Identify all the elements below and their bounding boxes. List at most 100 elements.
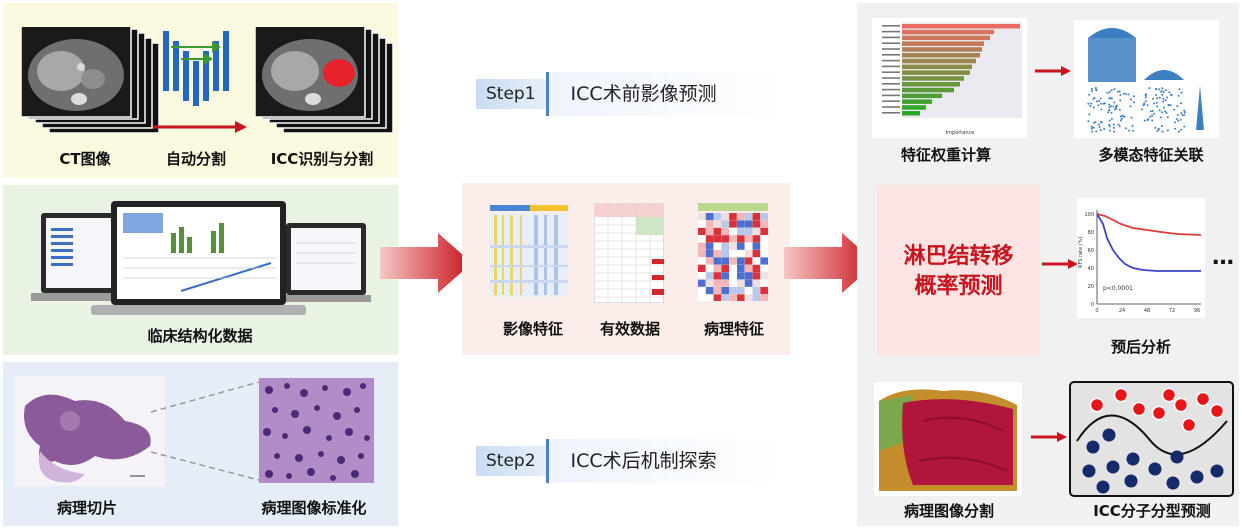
scatter-point — [1161, 93, 1164, 96]
step1: Step1 ICC术前影像预测 — [476, 72, 783, 116]
heatmap-cell — [705, 213, 714, 221]
heatmap-cell — [729, 264, 737, 272]
scatter-point — [1095, 88, 1098, 91]
feature-weight-bar — [902, 53, 980, 58]
heatmap-cell — [760, 279, 768, 287]
heatmap-cell — [698, 242, 706, 250]
scatter-point — [1129, 105, 1132, 108]
heatmap-cell — [744, 235, 753, 243]
big-arrow-left — [380, 233, 472, 293]
heatmap-cell — [737, 294, 745, 301]
red-subtype-dot — [1181, 417, 1197, 433]
feature-name-tick — [882, 42, 900, 44]
scatter-point — [1090, 127, 1093, 130]
valid-data-label: 有效数据 — [599, 320, 661, 338]
scatter-point — [1160, 90, 1163, 93]
heatmap-cell — [705, 264, 714, 272]
km-xtick: 72 — [1169, 308, 1175, 314]
heatmap-cell — [737, 279, 745, 287]
heatmap-cell — [729, 250, 737, 258]
blue-subtype-dot — [1210, 464, 1224, 478]
scatter-point — [1088, 113, 1091, 116]
heatmap-cell — [752, 242, 761, 250]
heatmap-cell — [760, 213, 768, 221]
lymph-prediction-box — [877, 185, 1040, 355]
scatter-point — [1167, 103, 1170, 106]
heatmap-cell — [705, 220, 714, 228]
scatter-point — [1088, 93, 1091, 96]
scatter-point — [1099, 97, 1102, 100]
heatmap-cell — [713, 294, 722, 301]
red-subtype-dot — [1131, 401, 1147, 417]
heatmap-cell — [713, 250, 722, 258]
heatmap-cell — [752, 294, 761, 301]
heatmap-cell — [760, 242, 768, 250]
scatter-point — [1124, 127, 1127, 130]
heatmap-cell — [713, 272, 722, 280]
scatter-point — [1169, 104, 1172, 107]
scatter-point — [1144, 96, 1147, 99]
heatmap-cell — [713, 264, 722, 272]
pathology-feature-label: 病理特征 — [703, 320, 765, 338]
step2: Step2 ICC术后机制探索 — [476, 439, 783, 483]
arrow-2 — [1042, 259, 1078, 269]
feature-name-tick — [882, 65, 900, 68]
scatter-point — [1110, 117, 1113, 120]
scatter-point — [1153, 112, 1156, 115]
heatmap-cell — [729, 242, 737, 250]
scatter-point — [1156, 105, 1159, 108]
scatter-point — [1112, 126, 1115, 129]
scatter-point — [1166, 129, 1169, 132]
scatter-point — [1158, 88, 1161, 91]
scatter-point — [1099, 129, 1102, 132]
scatter-point — [1106, 91, 1109, 94]
red-subtype-dot — [1113, 387, 1129, 403]
scatter-point — [1099, 102, 1102, 105]
scatter-point — [1119, 119, 1122, 122]
scatter-point — [1164, 89, 1167, 92]
scatter-point — [1180, 91, 1183, 94]
feature-name-tick — [882, 88, 900, 91]
scatter-point — [1166, 96, 1169, 99]
scatter-point — [1183, 109, 1186, 112]
scatter-point — [1118, 125, 1121, 128]
feature-name-tick — [882, 59, 900, 62]
heatmap-cell — [744, 294, 753, 301]
ct-panel — [3, 3, 398, 178]
heatmap-cell — [752, 235, 761, 243]
clinical-label: 临床结构化数据 — [147, 327, 253, 345]
scatter-point — [1178, 130, 1180, 133]
heatmap-cell — [705, 250, 714, 258]
heatmap-cell — [729, 220, 737, 228]
heatmap-cell — [744, 257, 753, 265]
feature-name-tick — [882, 30, 900, 33]
heatmap-cell — [721, 242, 729, 250]
importance-xlabel: Importance — [946, 130, 975, 136]
scatter-point — [1143, 119, 1146, 122]
feature-weight-bar — [902, 64, 972, 70]
scatter-point — [1143, 102, 1146, 105]
scatter-point — [1175, 118, 1178, 121]
feature-weight-bar — [902, 41, 984, 46]
scatter-point — [1087, 102, 1090, 105]
multimodal-scatter — [1074, 20, 1219, 138]
scatter-point — [1113, 88, 1116, 91]
heatmap-cell — [760, 294, 768, 301]
scatter-point — [1110, 111, 1113, 114]
scatter-point — [1098, 123, 1100, 126]
scatter-point — [1109, 97, 1112, 100]
scatter-point — [1108, 103, 1111, 106]
heatmap-cell — [698, 294, 706, 301]
feature-weight-bar — [902, 82, 960, 87]
scatter-point — [1176, 114, 1179, 116]
blue-subtype-dot — [1102, 428, 1116, 442]
heatmap-cell — [721, 287, 729, 295]
right-arrow-icon — [153, 121, 247, 133]
step2-tag: Step2 — [476, 446, 546, 476]
heatmap-cell — [721, 220, 729, 228]
auto-seg-label: 自动分割 — [165, 150, 227, 168]
heatmap-cell — [729, 294, 737, 301]
km-xtick: 48 — [1144, 308, 1150, 314]
heatmap-cell — [744, 272, 753, 280]
